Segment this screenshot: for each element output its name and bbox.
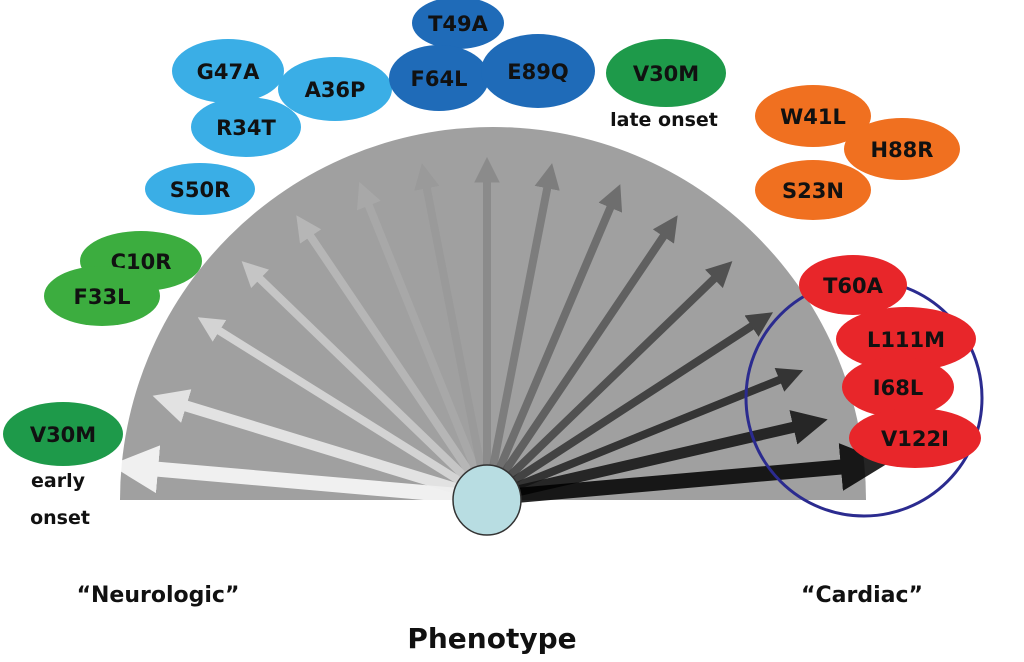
phenotype-arrow bbox=[486, 443, 889, 506]
mutation-pill-label: A36P bbox=[305, 78, 366, 102]
late-onset-label: late onset bbox=[610, 109, 718, 131]
mutation-pill-shape bbox=[145, 163, 255, 215]
mutation-pill-label: S23N bbox=[782, 179, 844, 203]
phenotype-arrow bbox=[483, 184, 623, 500]
mutation-pill-shape bbox=[799, 255, 907, 315]
phenotype-arrow bbox=[485, 367, 804, 502]
phenotype-arrow bbox=[483, 215, 678, 501]
phenotype-arrow bbox=[110, 445, 488, 506]
mutation-pill-shape bbox=[755, 85, 871, 147]
mutation-pill-shape bbox=[842, 357, 954, 417]
mutation-pill-shape bbox=[191, 97, 301, 157]
mutation-pill-v30m: V30M bbox=[606, 39, 726, 107]
mutation-pill-label: V122I bbox=[881, 427, 949, 451]
phenotype-arrow bbox=[296, 215, 491, 501]
mutation-pill-f33l: F33L bbox=[44, 266, 160, 326]
early-onset-label-line1: early bbox=[31, 470, 86, 492]
mutation-pill-l111m: L111M bbox=[836, 307, 976, 371]
mutation-pill-label: L111M bbox=[867, 328, 945, 352]
phenotype-arrow bbox=[484, 312, 774, 502]
mutation-pill-label: G47A bbox=[197, 60, 260, 84]
mutation-pill-s23n: S23N bbox=[755, 160, 871, 220]
cardiac-label: “Cardiac” bbox=[801, 583, 923, 608]
phenotype-arrow bbox=[152, 389, 489, 504]
mutation-pill-shape bbox=[3, 402, 123, 466]
mutation-pill-shape bbox=[389, 45, 489, 111]
mutation-pill-h88r: H88R bbox=[844, 118, 960, 180]
phenotype-arrow bbox=[197, 317, 490, 502]
mutation-pill-shape bbox=[849, 408, 981, 468]
phenotype-arrows bbox=[110, 156, 889, 506]
neurologic-label: “Neurologic” bbox=[77, 583, 240, 608]
mutation-pill-s50r: S50R bbox=[145, 163, 255, 215]
mutation-pill-r34t: R34T bbox=[191, 97, 301, 157]
mutation-pill-label: F33L bbox=[74, 285, 131, 309]
mutation-pill-v30m: V30M bbox=[3, 402, 123, 466]
mutation-pill-g47a: G47A bbox=[172, 39, 284, 103]
phenotype-arrow bbox=[484, 261, 733, 501]
mutation-pill-shape bbox=[278, 57, 392, 121]
mutation-pill-t60a: T60A bbox=[799, 255, 907, 315]
phenotype-arrow bbox=[414, 163, 491, 499]
mutation-pill-shape bbox=[44, 266, 160, 326]
center-hub bbox=[452, 464, 522, 536]
mutation-pill-i68l: I68L bbox=[842, 357, 954, 417]
mutation-pill-e89q: E89Q bbox=[481, 34, 595, 108]
mutation-pill-a36p: A36P bbox=[278, 57, 392, 121]
phenotype-arrow bbox=[483, 163, 560, 499]
mutation-pill-shape bbox=[844, 118, 960, 180]
mutation-pill-f64l: F64L bbox=[389, 45, 489, 111]
mutation-pill-shape bbox=[836, 307, 976, 371]
mutation-pill-shape bbox=[606, 39, 726, 107]
mutation-pill-label: W41L bbox=[780, 105, 846, 129]
mutation-pill-v122i: V122I bbox=[849, 408, 981, 468]
mutation-pill-shape bbox=[755, 160, 871, 220]
mutation-pill-label: I68L bbox=[873, 376, 923, 400]
mutation-pill-t49a: T49A bbox=[412, 0, 504, 49]
mutation-pill-shape bbox=[172, 39, 284, 103]
phenotype-arrow bbox=[356, 181, 491, 500]
early-onset-label-line2: onset bbox=[30, 507, 90, 529]
mutation-pill-label: E89Q bbox=[507, 60, 568, 84]
mutation-pill-shape bbox=[412, 0, 504, 49]
mutation-pill-label: F64L bbox=[411, 67, 468, 91]
mutation-pill-shape bbox=[481, 34, 595, 108]
mutation-pill-label: T49A bbox=[428, 12, 489, 36]
mutation-pill-label: T60A bbox=[823, 274, 884, 298]
phenotype-arrow bbox=[241, 261, 490, 501]
mutation-pill-label: S50R bbox=[170, 178, 231, 202]
mutation-pill-label: R34T bbox=[216, 116, 276, 140]
mutation-pill-label: H88R bbox=[871, 138, 934, 162]
mutation-pill-w41l: W41L bbox=[755, 85, 871, 147]
mutation-pill-label: V30M bbox=[633, 62, 699, 86]
mutation-pill-label: V30M bbox=[30, 423, 96, 447]
phenotype-title: Phenotype bbox=[407, 622, 576, 655]
